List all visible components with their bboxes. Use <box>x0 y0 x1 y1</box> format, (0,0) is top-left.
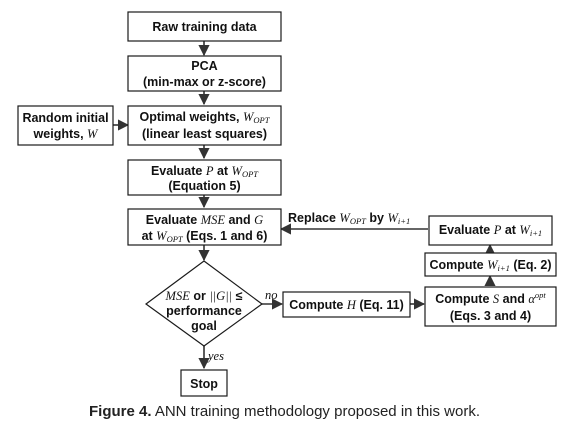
pca-label: PCA <box>191 59 217 73</box>
caption-text: ANN training methodology proposed in thi… <box>151 403 481 420</box>
computes-label-line1: Compute S and αopt <box>435 290 546 306</box>
node-decision: MSE or ||G|| ≤ performance goal <box>144 260 264 347</box>
caption-label: Figure 4. <box>88 403 152 420</box>
edge-label-replace: Replace WOPT by Wi+1 <box>288 211 410 226</box>
decision-label-line2: performance <box>166 304 242 318</box>
edge-label-yes: yes <box>206 349 224 363</box>
node-compute-s: Compute S and αopt (Eqs. 3 and 4) <box>424 286 557 327</box>
optimal-label-line1: Optimal weights, WOPT <box>140 110 271 125</box>
node-compute-w: Compute Wi+1 (Eq. 2) <box>424 252 557 277</box>
node-pca: PCA (min-max or z-score) <box>127 55 282 92</box>
connectors <box>113 41 496 370</box>
node-raw-training-data: Raw training data <box>127 11 282 42</box>
node-optimal-weights: Optimal weights, WOPT (linear least squa… <box>127 105 282 146</box>
node-evaluate-mse: Evaluate MSE and G at WOPT (Eqs. 1 and 6… <box>127 208 282 246</box>
optimal-label-line2: (linear least squares) <box>142 127 267 141</box>
raw-label: Raw training data <box>152 20 257 34</box>
edge-label-no: no <box>265 288 278 302</box>
node-compute-h: Compute H (Eq. 11) <box>282 291 411 318</box>
stop-label: Stop <box>190 377 218 391</box>
computeh-label: Compute H (Eq. 11) <box>289 298 404 312</box>
evalpi-label: Evaluate P at Wi+1 <box>439 223 542 238</box>
random-label-line1: Random initial <box>22 111 108 125</box>
evalmse-label-line1: Evaluate MSE and G <box>146 213 263 227</box>
computes-label-line2: (Eqs. 3 and 4) <box>450 309 531 323</box>
decision-label-line1: MSE or ||G|| ≤ <box>165 289 243 303</box>
decision-label-line3: goal <box>191 319 217 333</box>
evalp-label-line1: Evaluate P at WOPT <box>151 164 259 179</box>
node-evaluate-p: Evaluate P at WOPT (Equation 5) <box>127 159 282 196</box>
computew-label: Compute Wi+1 (Eq. 2) <box>429 258 551 273</box>
pca-sublabel: (min-max or z-score) <box>143 75 266 89</box>
evalmse-label-line2: at WOPT (Eqs. 1 and 6) <box>142 229 268 244</box>
node-random-initial-weights: Random initial weights, W <box>17 105 114 146</box>
node-stop: Stop <box>180 369 228 397</box>
random-label-line2: weights, W <box>33 127 99 141</box>
figure-caption: Figure 4. ANN training methodology propo… <box>0 403 569 420</box>
node-evaluate-p-i: Evaluate P at Wi+1 <box>428 215 553 246</box>
evalp-label-line2: (Equation 5) <box>168 179 240 193</box>
